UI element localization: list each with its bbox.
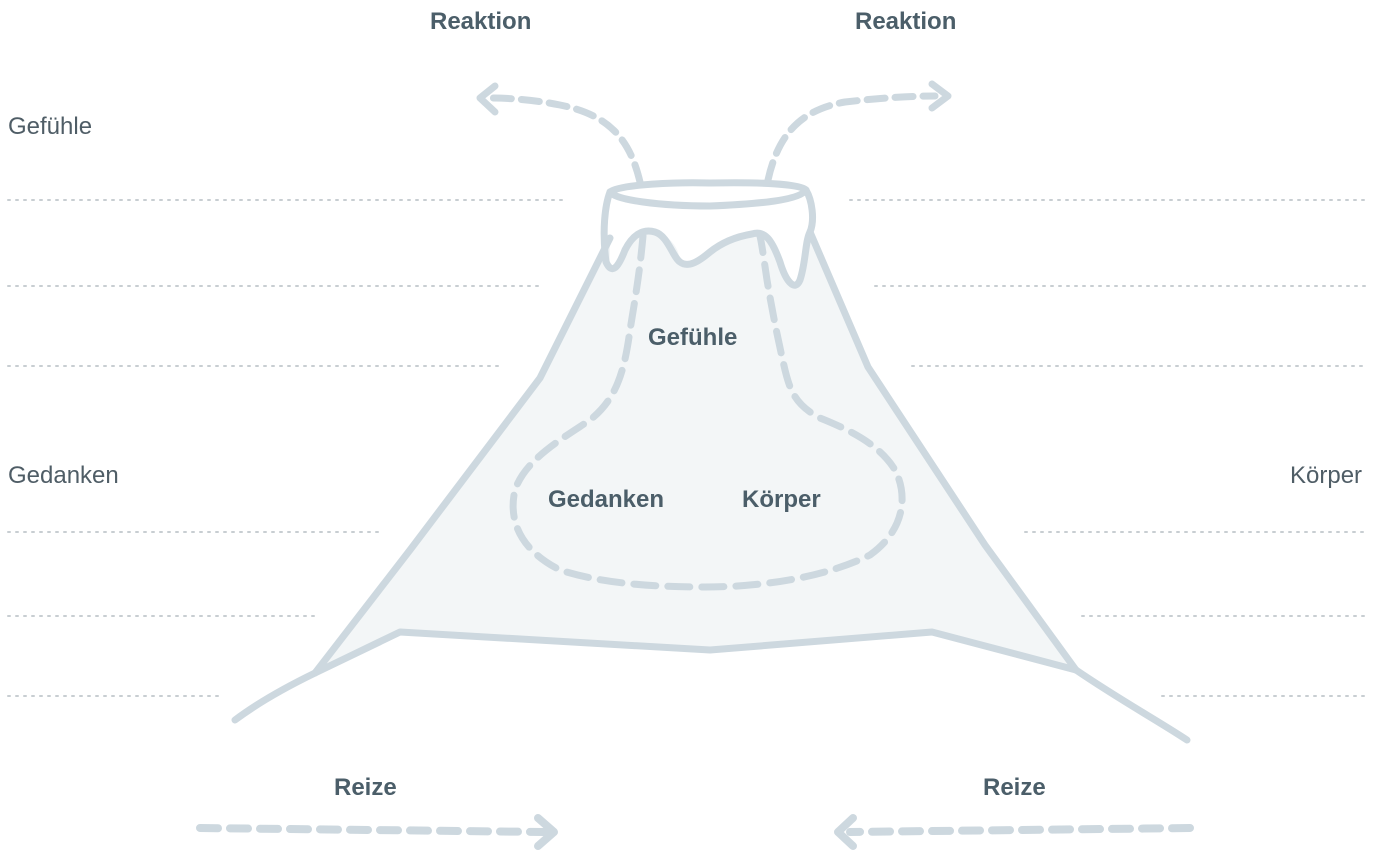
arrowhead-right-icon	[534, 814, 558, 850]
stimulus-arrow-left	[196, 824, 549, 836]
inner-dashed-outline	[509, 232, 906, 591]
arrowhead-left-icon	[834, 814, 857, 850]
volcano-body	[315, 230, 1076, 673]
side-feelings-label: Gefühle	[8, 113, 93, 140]
stimulus-arrows	[196, 814, 1194, 850]
reaction-arrows	[476, 80, 952, 186]
stimulus-arrow-right	[846, 824, 1194, 836]
volcano-outline	[231, 179, 1191, 744]
arrowhead-left-icon	[476, 82, 499, 116]
inner-body-label: Körper	[742, 486, 821, 513]
right-writing-lines	[849, 199, 1369, 697]
side-body-label: Körper	[1290, 462, 1363, 489]
reaction-arrow-left	[486, 94, 644, 186]
stimulus-label-left: Reize	[334, 774, 397, 801]
side-thoughts-label: Gedanken	[8, 462, 119, 489]
reaction-label-left: Reaktion	[430, 8, 532, 35]
inner-thoughts-label: Gedanken	[548, 486, 665, 513]
inner-feelings-label: Gefühle	[648, 324, 738, 351]
left-writing-lines	[7, 199, 566, 697]
stimulus-label-right: Reize	[983, 774, 1046, 801]
reaction-arrow-right	[764, 92, 939, 184]
reaction-label-right: Reaktion	[855, 8, 957, 35]
arrowhead-right-icon	[928, 80, 952, 112]
